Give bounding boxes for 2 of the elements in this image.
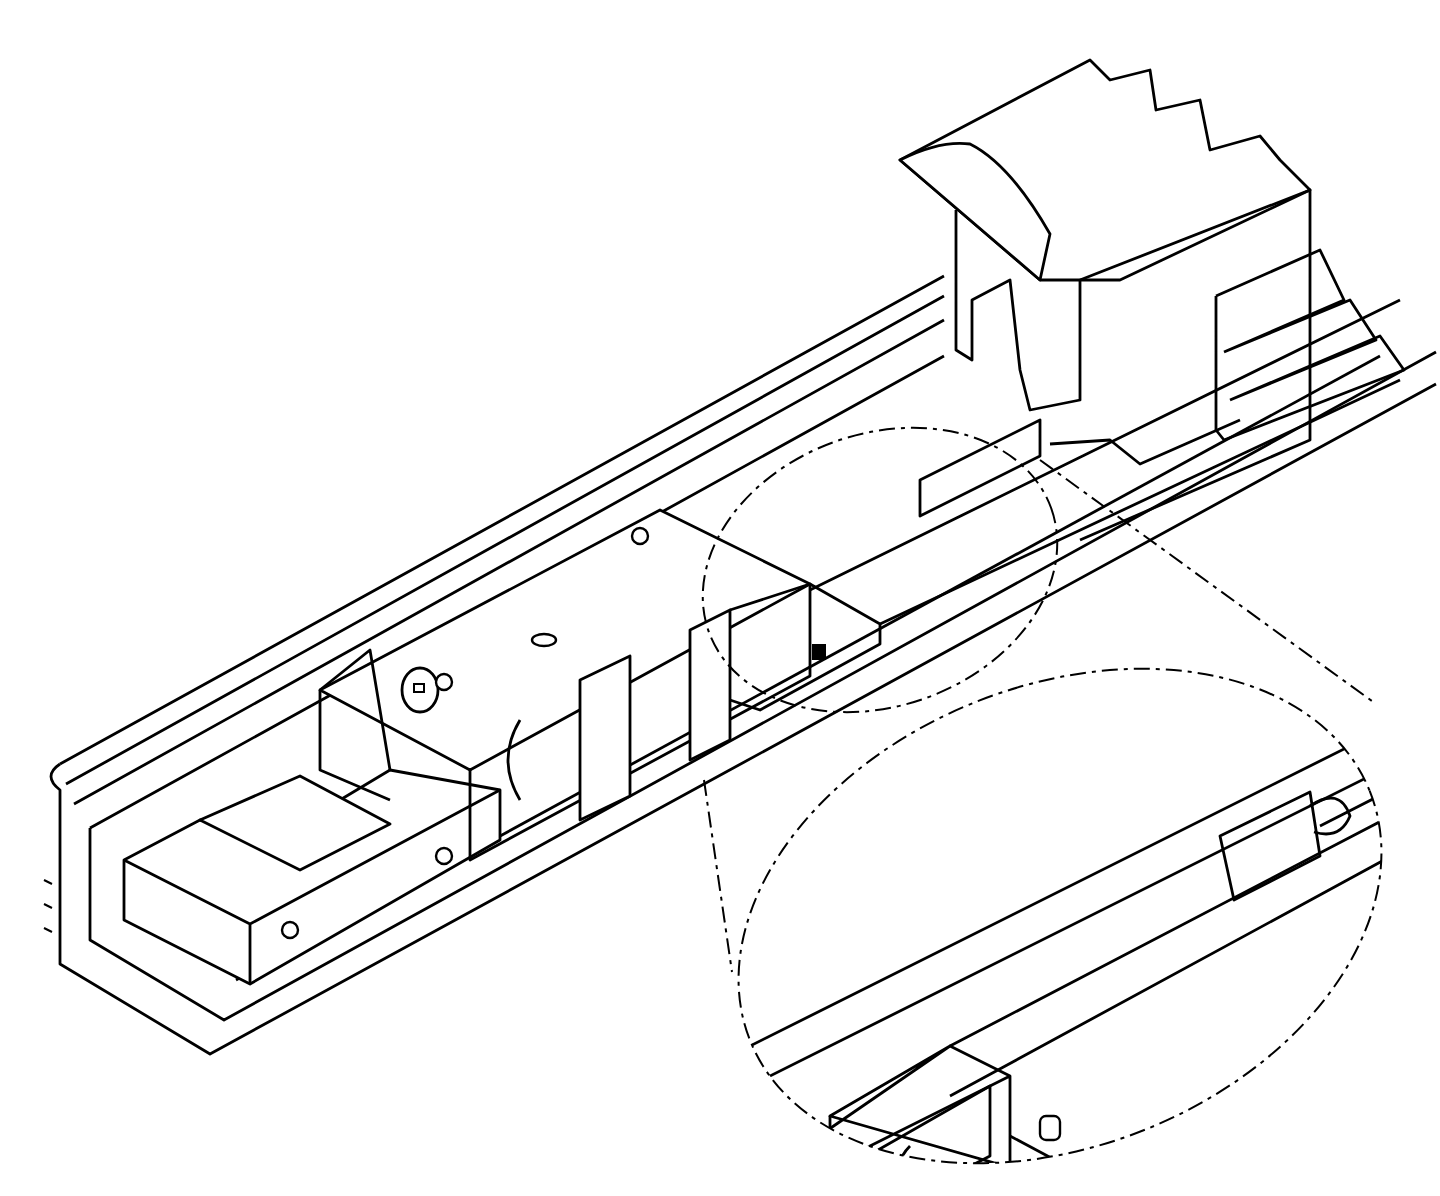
magnification-line (703, 779, 733, 973)
magnification-line (1039, 459, 1377, 705)
